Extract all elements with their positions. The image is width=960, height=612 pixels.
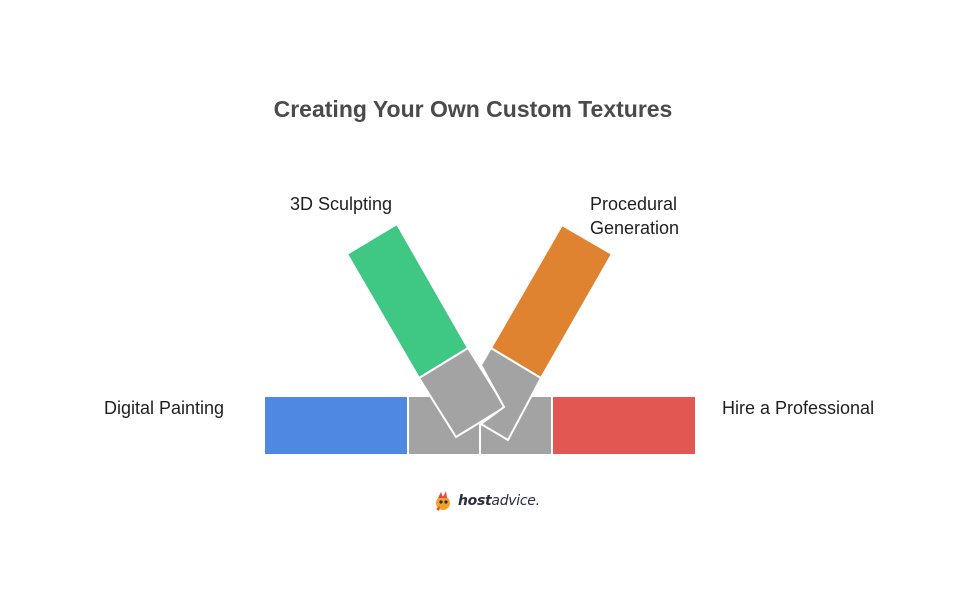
brand-bold: host: [458, 493, 492, 509]
brand-mascot-icon: [436, 491, 450, 511]
brand-logo: hostadvice.: [432, 490, 540, 512]
sculpting-bar: [345, 222, 470, 380]
digital-painting-bar: [263, 395, 409, 456]
label-hire-professional: Hire a Professional: [722, 398, 875, 418]
label-digital-painting: Digital Painting: [104, 398, 225, 418]
label-procedural-generation-text: Procedural Generation: [590, 194, 680, 238]
brand-light: advice.: [491, 493, 540, 509]
label-3d-sculpting: 3D Sculpting: [290, 194, 393, 214]
label-procedural-generation: Procedural Generation: [590, 192, 720, 240]
procedural-bar: [489, 223, 614, 380]
diagram-title: Creating Your Own Custom Textures: [273, 96, 673, 122]
hire-professional-bar: [551, 395, 697, 456]
brand-wordmark: hostadvice.: [458, 493, 540, 509]
